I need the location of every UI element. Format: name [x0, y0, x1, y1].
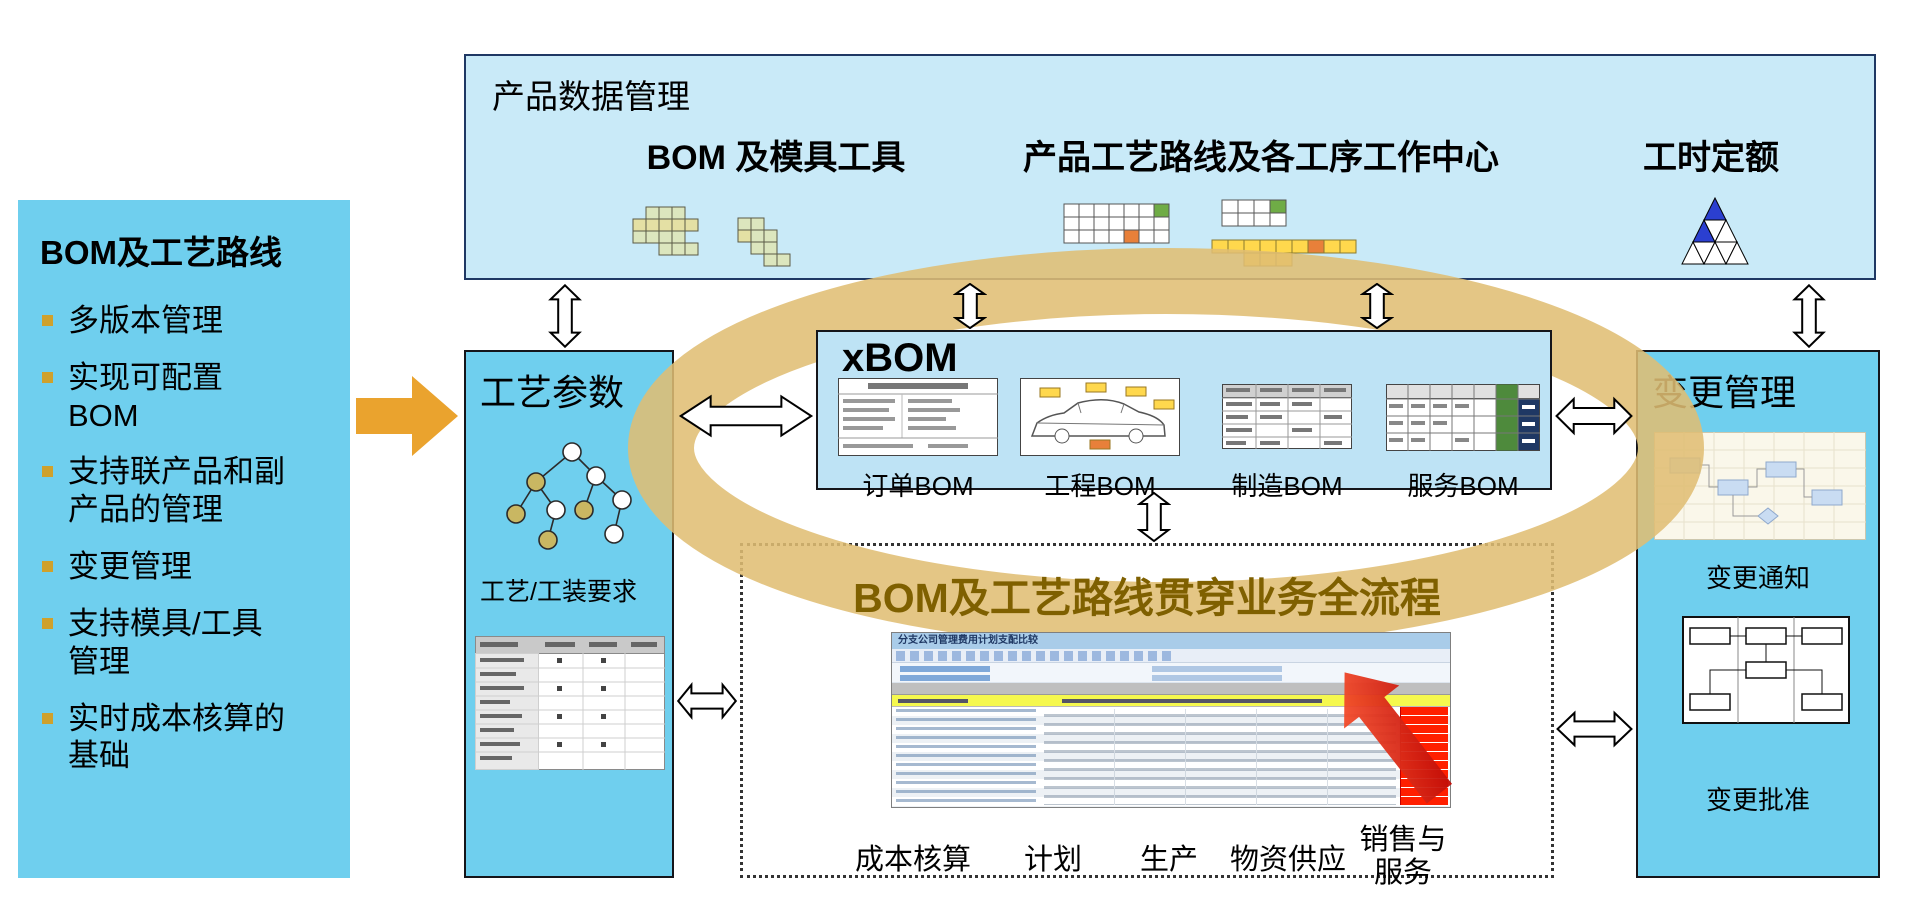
list-item-label: 实时成本核算的基础 — [68, 700, 285, 774]
double-arrow-icon — [677, 682, 737, 720]
approval-flow-diagram-image — [1682, 616, 1850, 724]
spreadsheet-number-columns — [1044, 709, 1396, 805]
list-item: 实时成本核算的基础 — [40, 700, 328, 776]
pdm-label-bom-tools: BOM 及模具工具 — [646, 139, 906, 177]
spreadsheet-toolbar — [892, 649, 1450, 663]
bullet-square-icon — [42, 617, 53, 629]
process-params-title: 工艺参数 — [480, 372, 625, 413]
list-item-label: 变更管理 — [68, 549, 192, 585]
bullet-square-icon — [42, 466, 53, 478]
flow-title: BOM及工艺路线贯穿业务全流程 — [853, 575, 1441, 621]
flow-label-supply: 物资供应 — [1229, 844, 1346, 876]
change-mgmt-title: 变更管理 — [1652, 372, 1797, 413]
xbom-caption: 订单BOM — [862, 471, 974, 501]
list-item-label: 实现可配置BOM — [68, 359, 223, 433]
routing-tables-icon — [1063, 199, 1357, 267]
engineering-bom-image — [1020, 378, 1180, 456]
double-arrow-icon — [548, 284, 582, 348]
double-arrow-icon — [1360, 283, 1394, 329]
double-arrow-icon — [1137, 492, 1171, 542]
cost-report-image: 分支公司管理费用计划支配比较 — [891, 632, 1451, 808]
pyramid-icon — [1681, 196, 1749, 266]
change-notice-caption: 变更通知 — [1705, 563, 1810, 593]
xbom-item-order: 订单BOM — [838, 378, 998, 503]
change-flow-diagram-image — [1654, 432, 1866, 540]
process-caption: 工艺/工装要求 — [480, 578, 637, 606]
change-approval-caption: 变更批准 — [1705, 785, 1810, 815]
xbom-item-manufacturing: 制造BOM — [1222, 378, 1352, 503]
pdm-label-routing-workcenters: 产品工艺路线及各工序工作中心 — [1023, 139, 1499, 177]
bullet-square-icon — [42, 315, 53, 326]
list-item: 实现可配置BOM — [40, 359, 328, 435]
bullet-square-icon — [42, 712, 53, 724]
sidebar-title: BOM及工艺路线 — [40, 234, 282, 271]
double-arrow-icon — [1556, 710, 1633, 748]
options-table-image — [475, 636, 665, 770]
flow-label-costing: 成本核算 — [854, 844, 971, 876]
list-item-label: 多版本管理 — [68, 303, 223, 338]
service-bom-image — [1386, 384, 1540, 451]
list-item-label: 支持联产品和副产品的管理 — [68, 454, 285, 528]
spreadsheet-column-headers — [892, 683, 1450, 695]
product-data-mgmt-box: 产品数据管理 BOM 及模具工具 产品工艺路线及各工序工作中心 工时定额 — [464, 54, 1876, 280]
double-arrow-icon — [678, 393, 814, 439]
list-item: 变更管理 — [40, 548, 328, 586]
sidebar-feature-list: 多版本管理 实现可配置BOM 支持联产品和副产品的管理 变更管理 支持模具/工具… — [40, 302, 328, 775]
xbom-caption: 制造BOM — [1231, 471, 1343, 501]
list-item: 支持联产品和副产品的管理 — [40, 453, 328, 529]
pdm-title: 产品数据管理 — [492, 78, 690, 115]
double-arrow-icon — [1792, 284, 1826, 348]
xbom-box: xBOM 订单BOM — [816, 330, 1552, 501]
flow-label-sales-service: 销售与服务 — [1359, 824, 1447, 890]
flow-label-planning: 计划 — [1023, 844, 1082, 876]
list-item-label: 支持模具/工具管理 — [68, 605, 263, 679]
business-flow-box: BOM及工艺路线贯穿业务全流程 分支公司管理费用计划支配比较 成 — [740, 543, 1554, 889]
change-mgmt-box: 变更管理 变更通知 — [1636, 350, 1880, 878]
xbom-item-engineering: 工程BOM — [1020, 378, 1180, 503]
bullet-square-icon — [42, 561, 53, 573]
list-item: 多版本管理 — [40, 302, 328, 340]
network-graph-icon — [506, 442, 632, 550]
xbom-title: xBOM — [842, 336, 958, 380]
red-arrow-icon — [1344, 672, 1453, 804]
bullet-square-icon — [42, 371, 53, 383]
manufacturing-bom-image — [1222, 384, 1352, 449]
pdm-label-labor-quota: 工时定额 — [1643, 139, 1779, 177]
spreadsheet-rows — [892, 707, 1450, 807]
flow-label-production: 生产 — [1139, 844, 1198, 876]
process-params-box: 工艺参数 工艺/工装要求 — [464, 350, 674, 878]
spreadsheet-title: 分支公司管理费用计划支配比较 — [892, 633, 1450, 649]
spreadsheet-total-row — [892, 695, 1450, 707]
order-bom-image — [838, 378, 998, 456]
double-arrow-icon — [1555, 396, 1633, 436]
bom-grid-icon — [632, 206, 791, 267]
list-item: 支持模具/工具管理 — [40, 605, 328, 681]
right-arrow-icon — [356, 376, 458, 456]
spreadsheet-filters — [892, 663, 1450, 683]
double-arrow-icon — [953, 283, 987, 329]
xbom-item-service: 服务BOM — [1386, 378, 1540, 503]
xbom-caption: 服务BOM — [1407, 471, 1519, 501]
spreadsheet-row-labels — [896, 709, 1036, 805]
sidebar-bom-routes: BOM及工艺路线 多版本管理 实现可配置BOM 支持联产品和副产品的管理 变更管… — [18, 200, 350, 878]
